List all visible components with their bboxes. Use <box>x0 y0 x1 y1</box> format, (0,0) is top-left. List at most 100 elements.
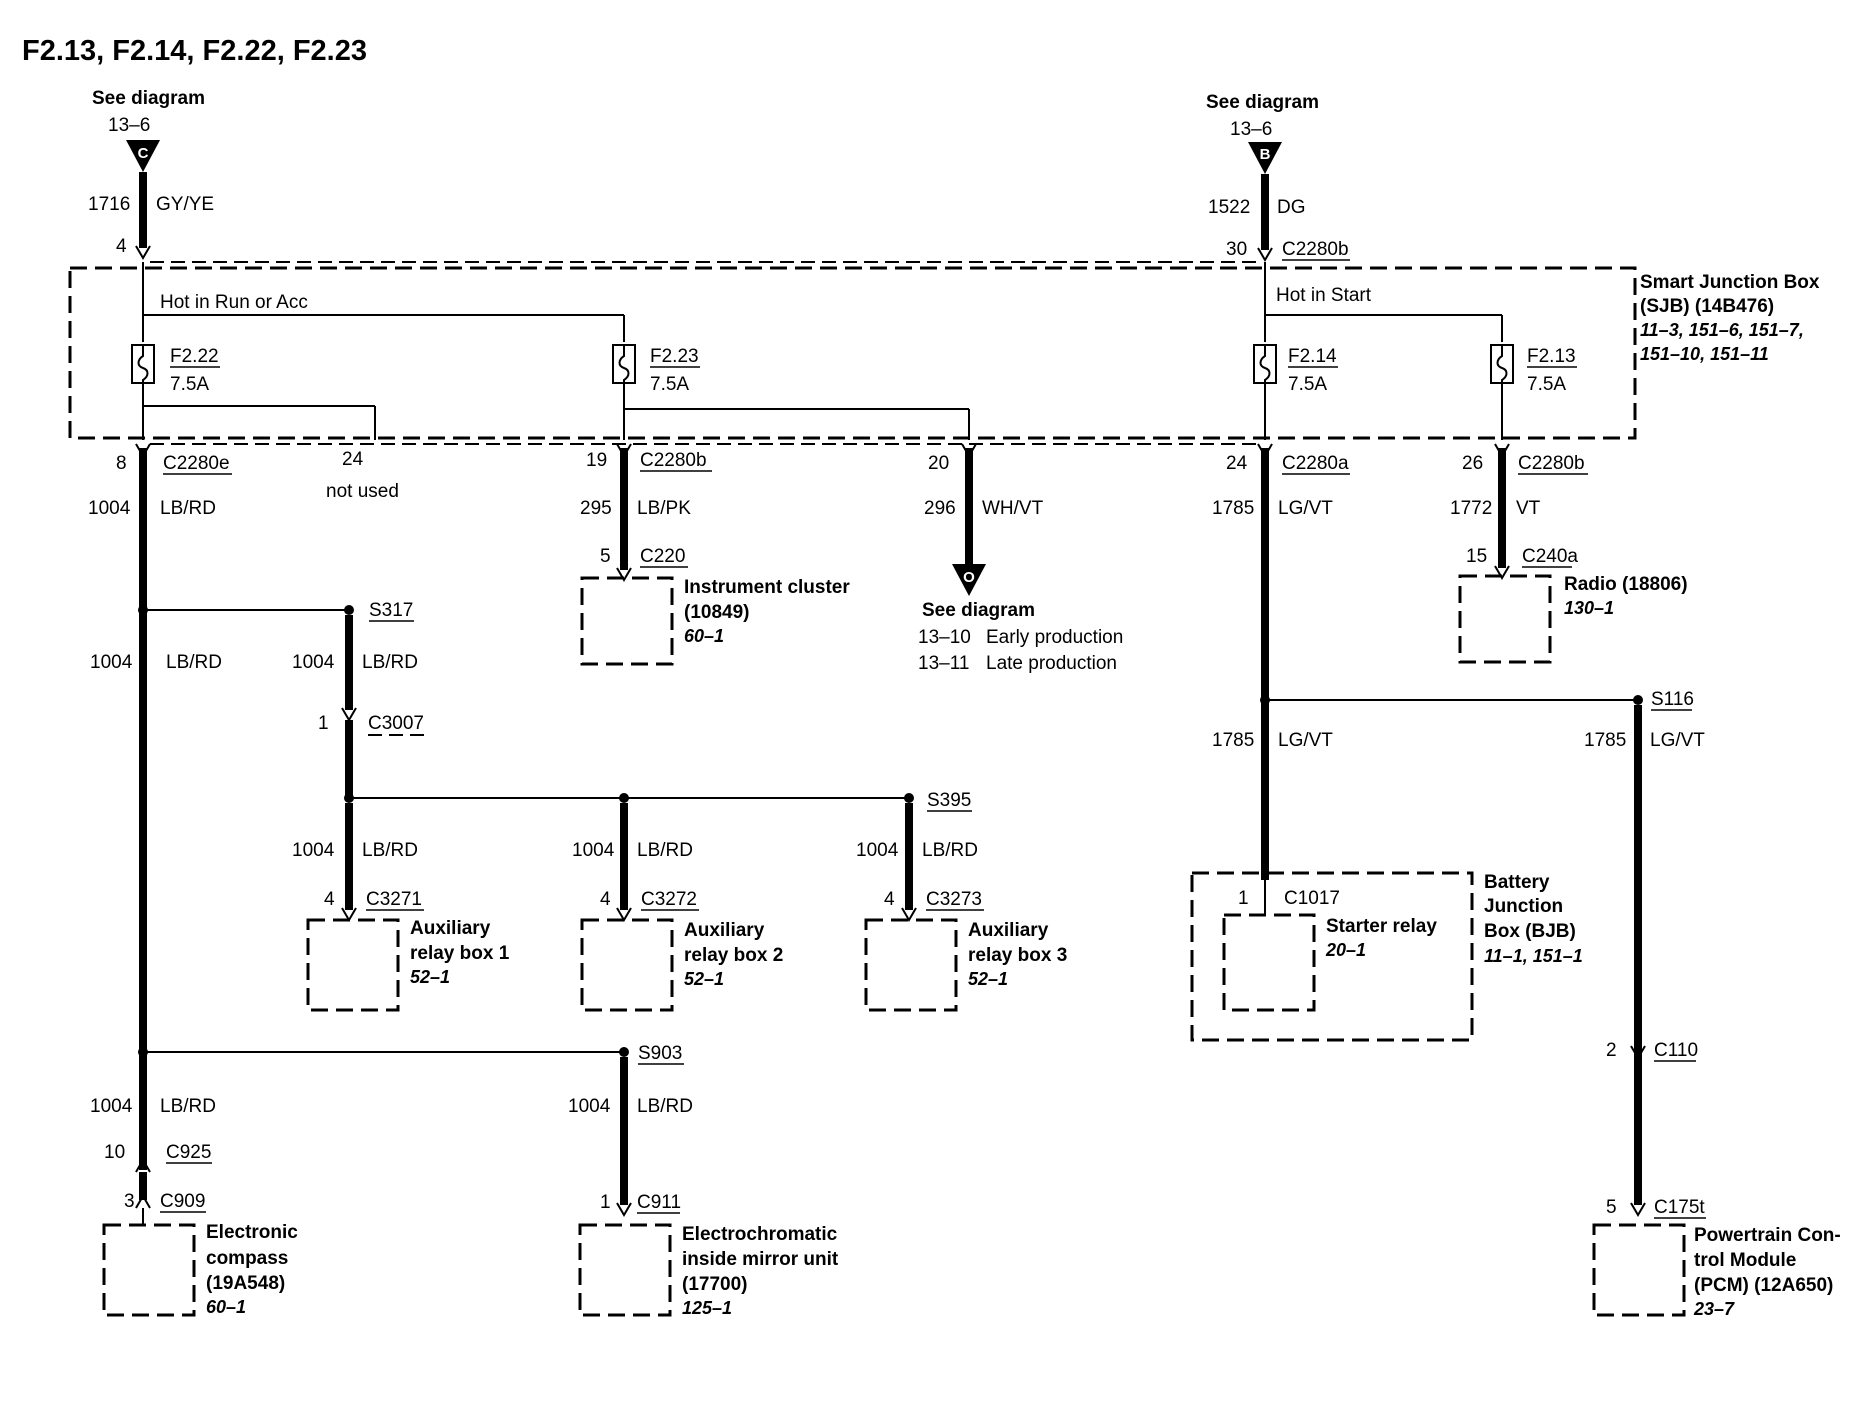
wire-color: LB/RD <box>637 840 693 861</box>
see-diagram-label: See diagram <box>92 88 205 109</box>
pin-number: 1 <box>1238 888 1249 909</box>
wire-color: LB/RD <box>922 840 978 861</box>
component-name: Auxiliary <box>410 918 491 939</box>
component-name: Box (BJB) <box>1484 921 1576 942</box>
component-ref: 60–1 <box>684 626 724 646</box>
wire-color: VT <box>1516 498 1541 519</box>
splice-dot <box>619 1047 629 1057</box>
fuse-rating: 7.5A <box>170 374 209 395</box>
instrument-cluster: Instrument cluster (10849) 60–1 <box>580 576 850 666</box>
wire-color: LG/VT <box>1278 498 1333 519</box>
pin-number: 3 <box>124 1191 135 1212</box>
component-box <box>864 918 958 1012</box>
wire-color: LG/VT <box>1278 730 1333 751</box>
component-ref: 23–7 <box>1693 1299 1735 1319</box>
connector-id: C2280b <box>640 450 707 471</box>
production-label: Early production <box>986 627 1123 648</box>
connector-id: C2280b <box>1282 239 1349 260</box>
circuit-number: 1004 <box>856 840 899 861</box>
component-name: Electrochromatic <box>682 1224 838 1245</box>
wire-color: GY/YE <box>156 194 214 215</box>
component-box <box>306 918 400 1012</box>
off-page-connector-icon <box>952 564 986 596</box>
diagram-ref: 13–6 <box>108 115 150 136</box>
output-f2-22: 8 C2280e 1004 LB/RD <box>88 443 232 519</box>
aux-relay-box-2: 1004 LB/RD 4 C3272 Auxiliary relay box 2… <box>572 803 783 1012</box>
connector-id: C909 <box>160 1191 205 1212</box>
component-name: Instrument cluster <box>684 577 850 598</box>
fuse-rating: 7.5A <box>650 374 689 395</box>
splice-dot <box>619 793 629 803</box>
component-ref: 125–1 <box>682 1298 732 1318</box>
radio: Radio (18806) 130–1 <box>1458 574 1688 664</box>
pin-number: 4 <box>884 889 895 910</box>
wire-color: DG <box>1277 197 1306 218</box>
splice-name: S116 <box>1651 689 1694 710</box>
pin-number: 26 <box>1462 453 1483 474</box>
hot-in-run-label: Hot in Run or Acc <box>160 292 308 313</box>
component-name: inside mirror unit <box>682 1249 839 1270</box>
splice-name: S317 <box>369 600 413 621</box>
diagram-ref: 13–6 <box>1230 119 1272 140</box>
component-box <box>578 1223 672 1317</box>
pin-number: 19 <box>586 450 607 471</box>
wire-color: LB/RD <box>160 498 216 519</box>
connector-letter: C <box>138 145 149 162</box>
component-box <box>1222 913 1316 1012</box>
wire-color: LB/RD <box>637 1096 693 1117</box>
connector-letter: B <box>1260 146 1271 163</box>
wire-color: LB/RD <box>166 652 222 673</box>
component-box <box>1592 1223 1686 1317</box>
pin-number: 8 <box>116 453 127 474</box>
output-f2-14: 24 C2280a 1785 LG/VT <box>1212 443 1350 519</box>
off-page-connector-icon <box>1248 142 1282 174</box>
pin-number: 5 <box>1606 1197 1617 1218</box>
component-name: Battery <box>1484 872 1550 893</box>
component-name: Radio (18806) <box>1564 574 1688 595</box>
component-name: Powertrain Con- <box>1694 1225 1841 1246</box>
circuit-number: 1004 <box>88 498 131 519</box>
fuse-rating: 7.5A <box>1288 374 1327 395</box>
connector-id: C2280b <box>1518 453 1585 474</box>
component-name: relay box 3 <box>968 945 1067 966</box>
component-name: trol Module <box>1694 1250 1796 1271</box>
fuse-rating: 7.5A <box>1527 374 1566 395</box>
splice-s395: S395 <box>904 790 972 812</box>
component-box <box>1458 574 1552 664</box>
wire-color: LB/RD <box>362 652 418 673</box>
fuse-f2-22: F2.22 7.5A <box>131 344 220 395</box>
diagram-ref: 13–11 <box>918 653 969 674</box>
sjb-refs-2: 151–10, 151–11 <box>1640 344 1769 364</box>
connector-id: C3272 <box>641 889 697 910</box>
component-name: Auxiliary <box>968 920 1049 941</box>
electronic-compass: Electronic compass (19A548) 60–1 <box>102 1222 298 1317</box>
wire-color: LB/RD <box>160 1096 216 1117</box>
aux-relay-box-3: 1004 LB/RD 4 C3273 Auxiliary relay box 3… <box>856 803 1067 1012</box>
output-f2-23: 19 C2280b 295 LB/PK 5 C220 <box>580 443 712 582</box>
circuit-number: 1004 <box>572 840 615 861</box>
component-part: (10849) <box>684 602 750 623</box>
output-f2-13: 26 C2280b 1772 VT 15 C240a <box>1450 443 1588 580</box>
left-trunk-bottom: 1004 LB/RD 10 C925 3 C909 <box>90 1096 216 1225</box>
connector-id: C2280a <box>1282 453 1349 474</box>
circuit-number: 1004 <box>292 652 335 673</box>
unused-pin: 24 not used <box>326 449 399 502</box>
diagram-title: F2.13, F2.14, F2.22, F2.23 <box>22 35 367 67</box>
splice-s903: S903 1004 LB/RD 1 C911 <box>568 1043 693 1217</box>
component-box <box>1190 871 1474 1042</box>
component-name: relay box 1 <box>410 943 510 964</box>
component-ref: 52–1 <box>968 969 1008 989</box>
pin-number: 1 <box>318 713 329 734</box>
sjb-name-2: (SJB) (14B476) <box>1640 296 1774 317</box>
splice-name: S395 <box>927 790 971 811</box>
component-part: (17700) <box>682 1274 748 1295</box>
circuit-number: 1785 <box>1584 730 1626 751</box>
circuit-number: 1004 <box>90 652 133 673</box>
connector-id: C2280e <box>163 453 230 474</box>
pin-number: 15 <box>1466 546 1487 567</box>
right-mid-wire: 1785 LG/VT <box>1212 730 1333 751</box>
input-b: See diagram 13–6 B 1522 DG 30 C2280b <box>1206 92 1350 262</box>
component-name: Junction <box>1484 896 1563 917</box>
pin-number: 4 <box>116 236 127 257</box>
connector-id: C925 <box>166 1142 211 1163</box>
